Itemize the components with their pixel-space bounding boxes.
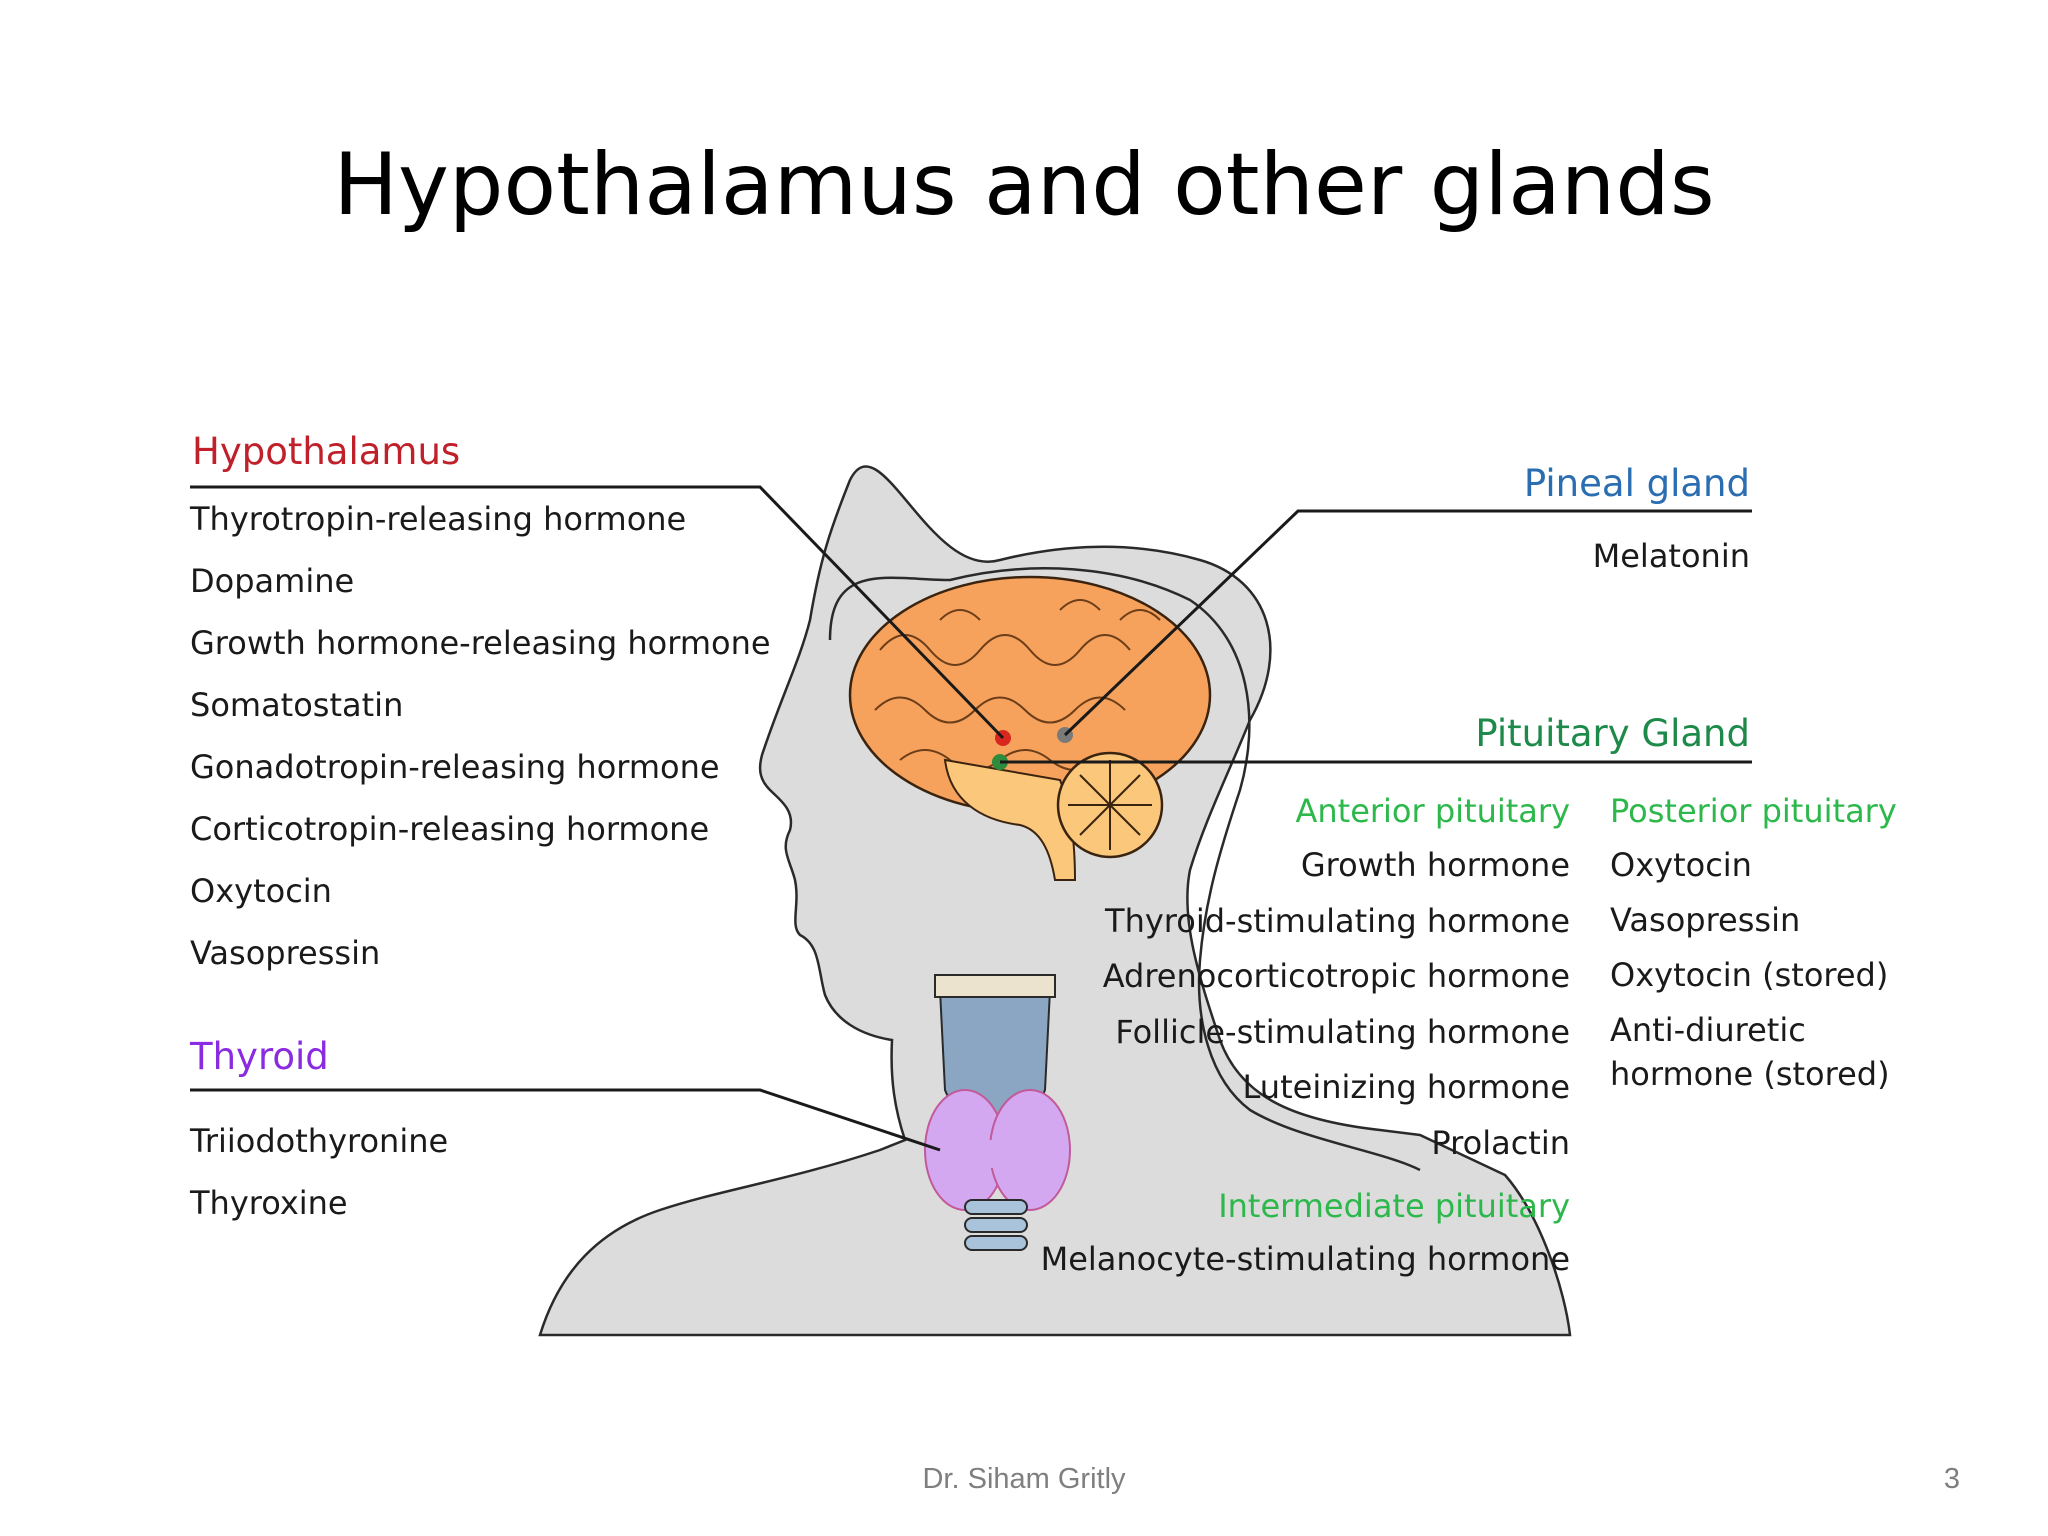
trachea-ring: [964, 1235, 1028, 1251]
list-item: Oxytocin (stored): [1610, 956, 1889, 994]
intermediate-pituitary-hormone: Melanocyte-stimulating hormone: [1040, 1240, 1570, 1278]
hypothalamus-hormone-list: Thyrotropin-releasing hormone Dopamine G…: [190, 500, 771, 996]
list-item: Vasopressin: [1610, 901, 1801, 939]
list-item: Prolactin: [1431, 1123, 1570, 1162]
posterior-pituitary-heading: Posterior pituitary: [1610, 792, 1897, 830]
list-item: Anti-diuretic: [1610, 1011, 1806, 1049]
list-item: Adrenocorticotropic hormone: [1102, 957, 1570, 995]
list-item: hormone (stored): [1610, 1055, 1890, 1093]
list-item: Triiodothyronine: [190, 1122, 449, 1160]
footer-author: Dr. Siham Gritly: [922, 1463, 1126, 1495]
head-silhouette: [538, 465, 1572, 1337]
list-item: Oxytocin: [190, 872, 332, 910]
hypothalamus-heading: Hypothalamus: [192, 430, 461, 473]
list-item: Thyrotropin-releasing hormone: [190, 500, 687, 538]
hyoid-bone: [934, 974, 1056, 998]
anterior-pituitary-heading: Anterior pituitary: [1295, 792, 1570, 830]
hypothalamus-leader-line: [190, 485, 1005, 740]
cerebellum-folds: [1068, 760, 1152, 850]
list-item: Dopamine: [190, 562, 355, 600]
list-item: Thyroid-stimulating hormone: [1105, 901, 1570, 940]
pineal-hormone: Melatonin: [1592, 537, 1750, 575]
list-item: Follicle-stimulating hormone: [1115, 1012, 1570, 1051]
thyroid-leader-line: [190, 1088, 941, 1152]
pineal-heading: Pineal gland: [1523, 462, 1750, 505]
trachea-ring: [964, 1217, 1028, 1233]
slide-title: Hypothalamus and other glands: [333, 135, 1715, 235]
thyroid-heading: Thyroid: [190, 1035, 329, 1078]
page-number: 3: [1943, 1463, 1960, 1495]
anterior-pituitary-hormone-list: Growth hormone Thyroid-stimulating hormo…: [1050, 846, 1570, 1179]
list-item: Corticotropin-releasing hormone: [190, 810, 710, 848]
list-item: Gonadotropin-releasing hormone: [190, 748, 720, 786]
list-item: Oxytocin: [1610, 846, 1752, 884]
skull-outline: [828, 567, 1421, 1172]
posterior-pituitary-hormone-list: Oxytocin Vasopressin Oxytocin (stored) A…: [1610, 846, 1890, 1099]
thyroid-isthmus: [965, 1140, 1030, 1168]
list-item: Vasopressin: [190, 934, 381, 972]
thyroid-hormone-list: Triiodothyronine Thyroxine: [190, 1122, 448, 1246]
pineal-leader-line: [1063, 509, 1752, 737]
list-item: Thyroxine: [190, 1184, 348, 1222]
pituitary-heading: Pituitary Gland: [1475, 712, 1750, 755]
intermediate-pituitary-heading: Intermediate pituitary: [1218, 1187, 1570, 1225]
trachea-ring: [964, 1199, 1028, 1215]
list-item: Growth hormone: [1300, 846, 1570, 884]
list-item: Somatostatin: [190, 686, 404, 724]
list-item: Growth hormone-releasing hormone: [190, 624, 771, 662]
list-item: Luteinizing hormone: [1242, 1068, 1570, 1106]
